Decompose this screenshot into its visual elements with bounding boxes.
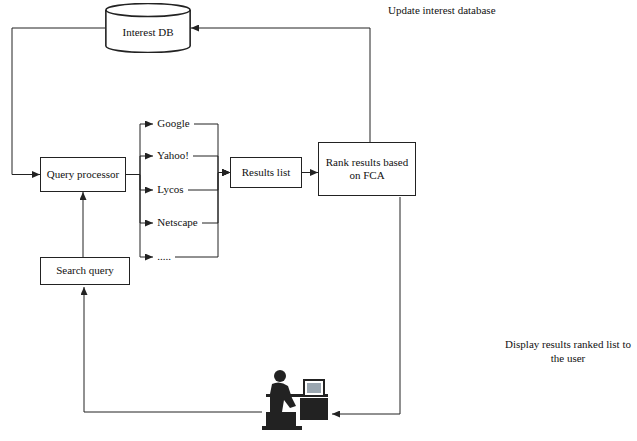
user-at-computer [262,370,328,430]
edge-label: Update interest database [386,4,498,18]
flow-arrow [191,28,370,142]
node-text: Yahoo! [157,149,189,162]
node-text: ..... [157,250,171,263]
search-engine: Google [153,113,194,135]
flow-arrow [126,156,153,175]
search-engine: Lycos [153,179,188,201]
note-label: Display results ranked list to the user [500,338,636,366]
database-cylinder: Interest DB [105,3,191,53]
flow-arrow [302,172,318,173]
flow-arrow [12,28,105,175]
submit-line [84,287,262,412]
process-box: Results list [230,157,302,188]
node-text: Interest DB [122,26,173,39]
node-text: Search query [56,264,114,277]
search-engine: ..... [153,246,175,268]
node-text: Query processor [47,168,119,181]
process-box: Rank results based on FCA [318,142,416,196]
node-text: Rank results based on FCA [324,156,410,182]
input-box: Search query [40,257,130,285]
search-engine: Yahoo! [153,145,193,167]
node-text: Netscape [157,216,197,229]
process-box: Query processor [40,157,126,192]
flow-arrow [202,173,230,224]
search-engine: Netscape [153,212,202,234]
node-text: Google [157,117,189,130]
flow-arrow [126,175,153,258]
flow-arrow [194,124,230,173]
display-line [332,197,400,414]
flow-arrow [126,124,153,175]
flow-arrow [188,173,230,191]
node-text: Results list [242,166,291,179]
flow-arrow [83,192,84,257]
node-text: Lycos [157,183,183,196]
flow-arrow [193,156,230,173]
